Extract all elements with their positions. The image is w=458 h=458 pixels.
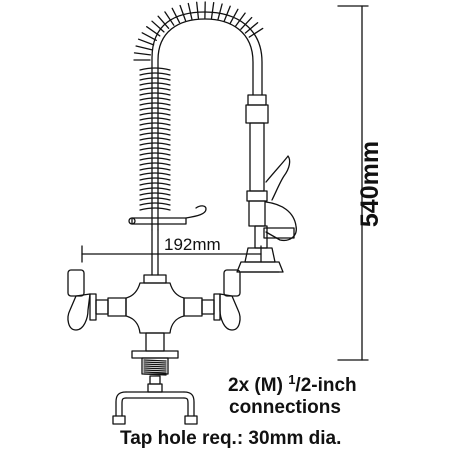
hose-clip — [128, 205, 207, 225]
caption-fraction-rest: /2-inch — [295, 375, 357, 396]
left-valve — [67, 269, 127, 331]
caption-line-2: connections — [229, 397, 341, 418]
thread-lines — [143, 359, 167, 376]
width-label: 192mm — [164, 235, 221, 254]
threaded-tail — [143, 359, 167, 376]
squeeze-lever — [263, 155, 297, 242]
riser-pipe — [151, 229, 159, 276]
tail-nut — [149, 375, 161, 385]
caption-line-1: 2x (M) 1/2-inch — [228, 372, 458, 397]
caption-fraction-numerator: 1 — [288, 372, 296, 387]
width-dimension — [81, 245, 262, 263]
height-label: 540mm — [356, 141, 384, 227]
caption-prefix: 2x (M) — [228, 375, 289, 396]
hose-arch — [151, 11, 263, 231]
spray-head — [236, 94, 284, 273]
spring-coil — [133, 1, 264, 211]
inlet-connections — [112, 383, 198, 425]
right-valve — [183, 269, 241, 331]
caption-line-3: Tap hole req.: 30mm dia. — [120, 428, 342, 449]
mixer-body — [125, 274, 185, 375]
height-dimension — [337, 5, 369, 361]
spring-coil-loops — [133, 1, 264, 211]
